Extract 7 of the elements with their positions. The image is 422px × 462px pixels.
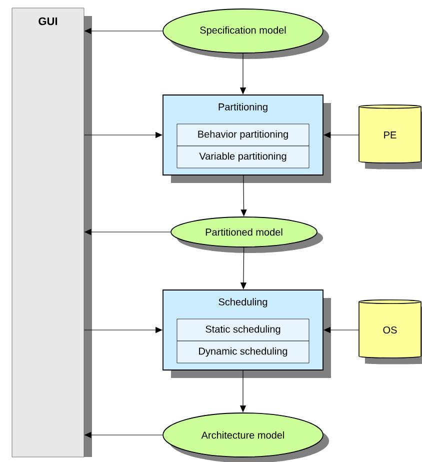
subtask-row: Dynamic scheduling: [176, 340, 310, 364]
gui-panel: GUI: [12, 8, 92, 458]
library-cylinder: PE: [358, 104, 422, 170]
subtask-row: Static scheduling: [176, 318, 310, 342]
subtask-row: Variable partitioning: [176, 146, 310, 168]
subtask-row: Behavior partitioning: [176, 124, 310, 146]
library-cylinder: OS: [358, 300, 422, 364]
